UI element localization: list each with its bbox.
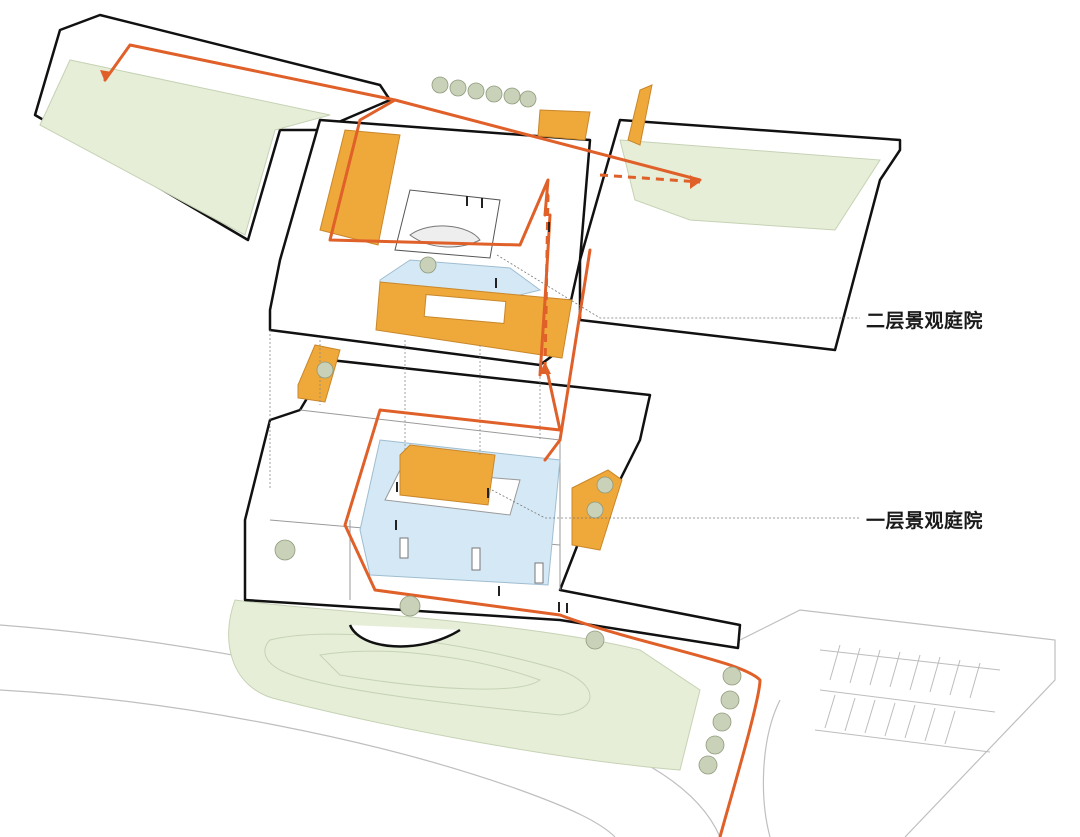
upper-courtyard-label: 二层景观庭院 <box>866 310 984 332</box>
tree-icon <box>467 82 485 100</box>
upper-left-lawn <box>39 59 331 236</box>
people <box>395 196 568 613</box>
entrance-plaza <box>348 624 461 648</box>
tree-icon <box>503 87 521 105</box>
person-icon <box>566 603 568 613</box>
upper-north-tower <box>627 84 653 146</box>
person-icon <box>481 198 483 208</box>
person-icon <box>498 586 500 596</box>
parking-lot <box>814 644 1001 753</box>
tree-icon <box>722 666 742 686</box>
front-lawn <box>228 599 701 771</box>
circulation-path-dashed <box>543 173 701 371</box>
trees <box>274 76 742 775</box>
tree-icon <box>399 595 421 617</box>
lower-level-columns <box>399 537 544 584</box>
person-icon <box>395 520 397 530</box>
upper-courtyard-roof <box>394 189 501 259</box>
lower-courtyard-pavilion <box>399 444 496 506</box>
tree-icon <box>519 90 537 108</box>
upper-north-block <box>537 109 591 141</box>
lower-level <box>243 344 742 650</box>
tree-icon <box>485 85 503 103</box>
upper-front-block-opening <box>423 294 507 324</box>
person-icon <box>487 488 489 498</box>
person-icon <box>466 196 468 206</box>
person-icon <box>495 278 497 288</box>
label-leaders <box>491 254 860 519</box>
person-icon <box>558 602 560 612</box>
path-arrowheads <box>100 70 700 374</box>
tree-icon <box>698 755 718 775</box>
tree-icon <box>596 476 614 494</box>
tree-icon <box>274 539 296 561</box>
tree-icon <box>585 630 605 650</box>
tree-icon <box>419 256 437 274</box>
upper-right-lawn <box>619 139 881 231</box>
tree-icon <box>316 361 334 379</box>
tree-icon <box>431 76 449 94</box>
tree-icon <box>586 501 604 519</box>
tree-icon <box>712 712 732 732</box>
tree-icon <box>449 79 467 97</box>
person-icon <box>396 482 398 492</box>
tree-icon <box>705 735 725 755</box>
person-icon <box>548 222 550 232</box>
lower-courtyard-label: 一层景观庭院 <box>866 510 984 532</box>
upper-level <box>33 13 902 367</box>
tree-icon <box>720 690 740 710</box>
